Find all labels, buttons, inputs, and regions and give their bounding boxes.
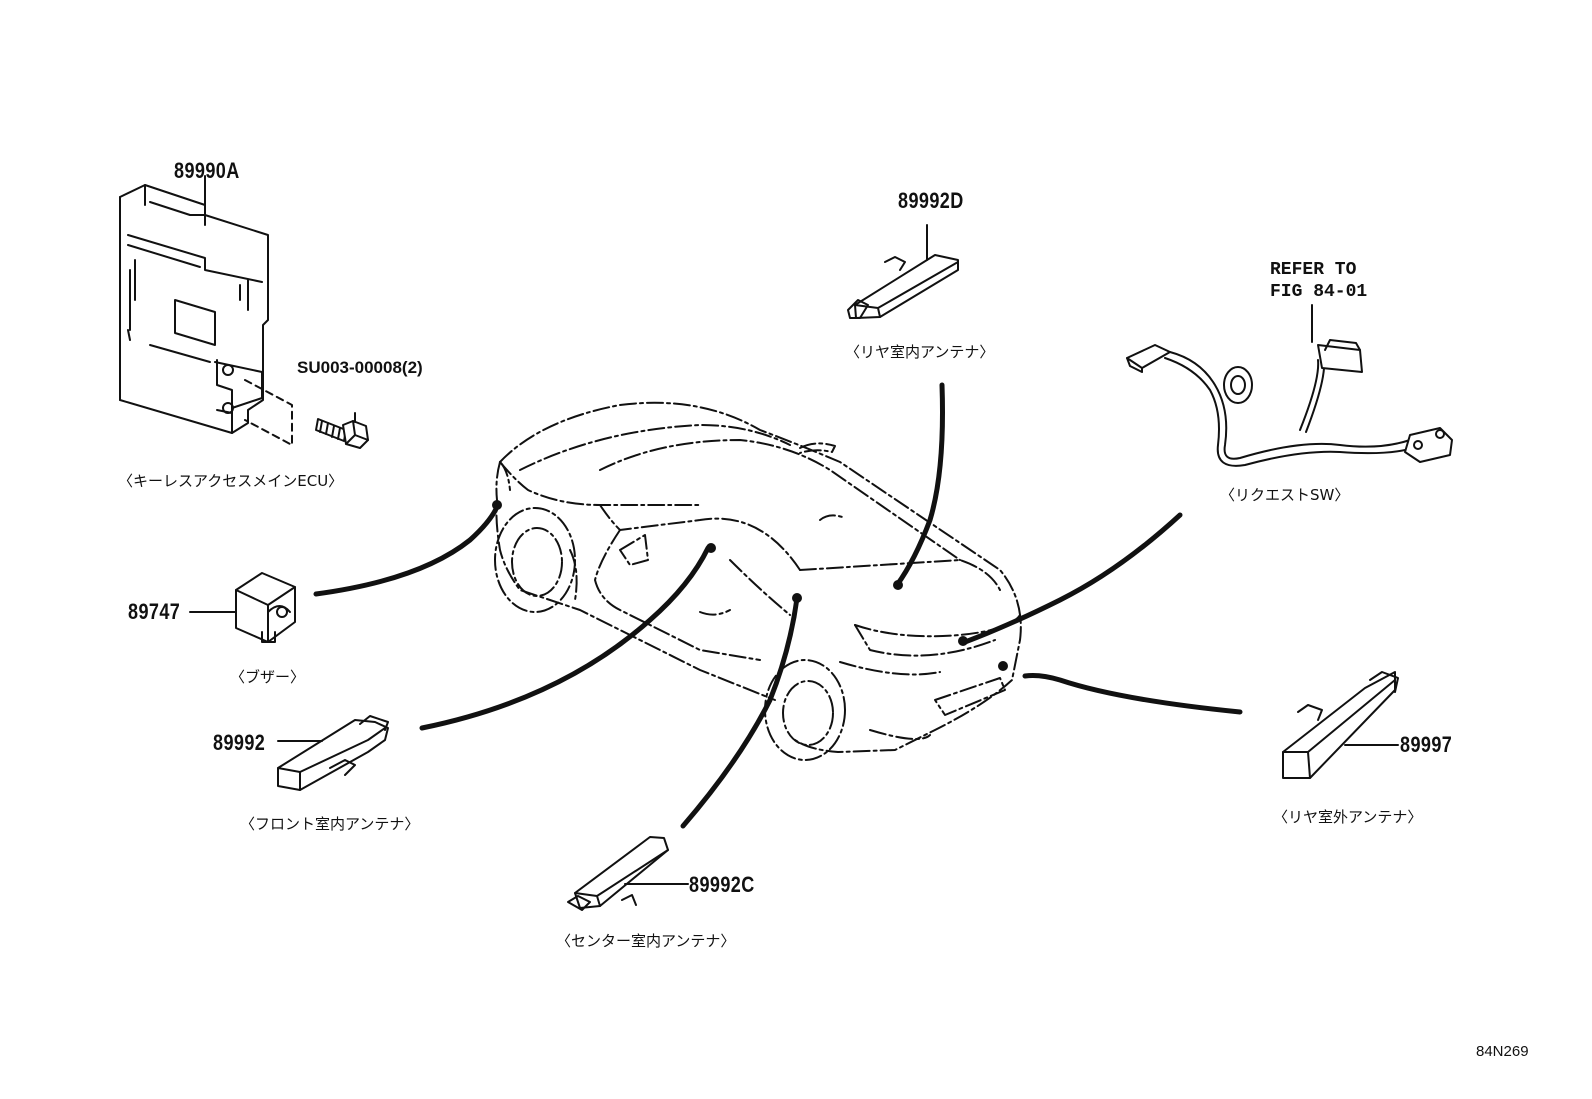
center-antenna-leader: [680, 595, 800, 829]
figure-code: 84N269: [1476, 1043, 1529, 1060]
buzzer-leader: [313, 504, 500, 597]
center-antenna-caption: 〈センター室内アンテナ〉: [556, 932, 736, 950]
front-antenna-leader: [419, 545, 711, 731]
rear-antenna-illustration: [847, 224, 959, 319]
bolt-part-number: SU003-00008(2): [297, 358, 423, 377]
ecu-part-number: 89990A: [174, 158, 240, 183]
refer-note: REFER TO FIG 84-01: [1270, 260, 1368, 302]
request-switch-caption: 〈リクエストSW〉: [1220, 486, 1350, 504]
request-switch-leader: [962, 512, 1183, 645]
rear-outer-antenna-caption: 〈リヤ室外アンテナ〉: [1273, 808, 1423, 826]
center-antenna-illustration: [567, 836, 689, 911]
request-switch-illustration: [1126, 304, 1453, 467]
ecu-caption: 〈キーレスアクセスメインECU〉: [118, 472, 344, 490]
front-antenna-part-number: 89992: [213, 730, 266, 755]
rear-outer-antenna-part-number: 89997: [1400, 732, 1453, 757]
wheels-illustration: [494, 507, 846, 761]
buzzer-part-number: 89747: [128, 599, 181, 624]
buzzer-caption: 〈ブザー〉: [230, 668, 306, 686]
front-antenna-illustration: [277, 715, 389, 791]
rear-outer-antenna-illustration: [1282, 671, 1399, 779]
buzzer-illustration: [189, 572, 296, 643]
rear-outer-antenna-leader: [1022, 673, 1243, 715]
ecu-illustration: [119, 175, 293, 446]
bolt-illustration: [315, 412, 369, 449]
mount-points: [492, 500, 1008, 671]
rear-antenna-leader: [894, 382, 945, 588]
rear-antenna-caption: 〈リヤ室内アンテナ〉: [845, 343, 995, 361]
center-antenna-part-number: 89992C: [689, 872, 755, 897]
vehicle-illustration: [495, 401, 1022, 753]
rear-antenna-part-number: 89992D: [898, 188, 964, 213]
front-antenna-caption: 〈フロント室内アンテナ〉: [240, 815, 420, 833]
